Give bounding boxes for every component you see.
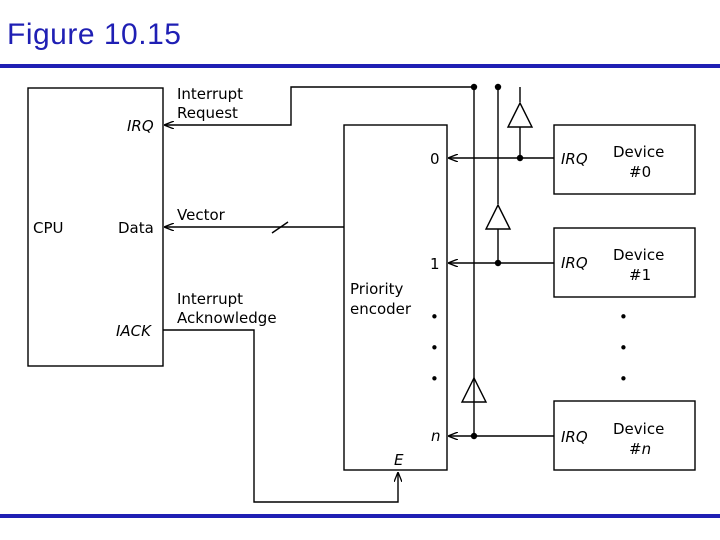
buffer-1-triangle [484, 203, 512, 230]
encoder-ellipsis-dot: • [430, 339, 439, 357]
device-n-irq-label: IRQ [561, 428, 588, 446]
device-1-name-line1: Device [613, 246, 664, 264]
encoder-ellipsis-dot: • [430, 370, 439, 388]
buffer-n-triangle [460, 376, 488, 403]
device-1-irq-label: IRQ [561, 254, 588, 272]
interrupt-request-label-line1: Interrupt [177, 85, 243, 103]
device-n-name-line1: Device [613, 420, 664, 438]
cpu-iack-port-label: IACK [116, 322, 152, 340]
junction-dot [494, 259, 502, 267]
interrupt-acknowledge-label-line2: Acknowledge [177, 309, 277, 327]
encoder-ellipsis-dot: • [430, 308, 439, 326]
interrupt-request-label-line2: Request [177, 104, 238, 122]
buffer-0-triangle [506, 101, 534, 128]
device-0-name-line2: #0 [629, 163, 651, 181]
priority-encoder-block [343, 124, 448, 471]
figure-title: Figure 10.15 [7, 18, 182, 51]
encoder-input-1-label: 1 [430, 255, 440, 273]
top-rule [0, 64, 720, 68]
vector-label: Vector [177, 206, 226, 224]
device-n-name-line2: #n [629, 440, 651, 458]
device-ellipsis-dot: • [619, 370, 628, 388]
interrupt-acknowledge-label-line1: Interrupt [177, 290, 243, 308]
encoder-label-line1: Priority [350, 280, 404, 298]
device-0-block [553, 124, 696, 195]
interrupt-acknowledge-line [163, 329, 398, 503]
cpu-data-port-label: Data [118, 219, 154, 237]
junction-dot [516, 154, 524, 162]
junction-dot [494, 83, 502, 91]
interrupt-request-line [165, 86, 474, 125]
cpu-label: CPU [33, 219, 64, 237]
junction-dot [470, 83, 478, 91]
bottom-rule [0, 514, 720, 518]
encoder-label-line2: encoder [350, 300, 412, 318]
device-ellipsis-dot: • [619, 339, 628, 357]
device-0-irq-label: IRQ [561, 150, 588, 168]
encoder-input-0-label: 0 [430, 150, 440, 168]
encoder-input-n-label: n [431, 427, 441, 445]
cpu-block [27, 87, 164, 367]
cpu-irq-port-label: IRQ [127, 117, 154, 135]
device-0-name-line1: Device [613, 143, 664, 161]
vector-bus-slash [271, 221, 289, 234]
device-1-name-line2: #1 [629, 266, 651, 284]
junction-dot [470, 432, 478, 440]
device-ellipsis-dot: • [619, 308, 628, 326]
encoder-enable-label: E [394, 451, 404, 469]
